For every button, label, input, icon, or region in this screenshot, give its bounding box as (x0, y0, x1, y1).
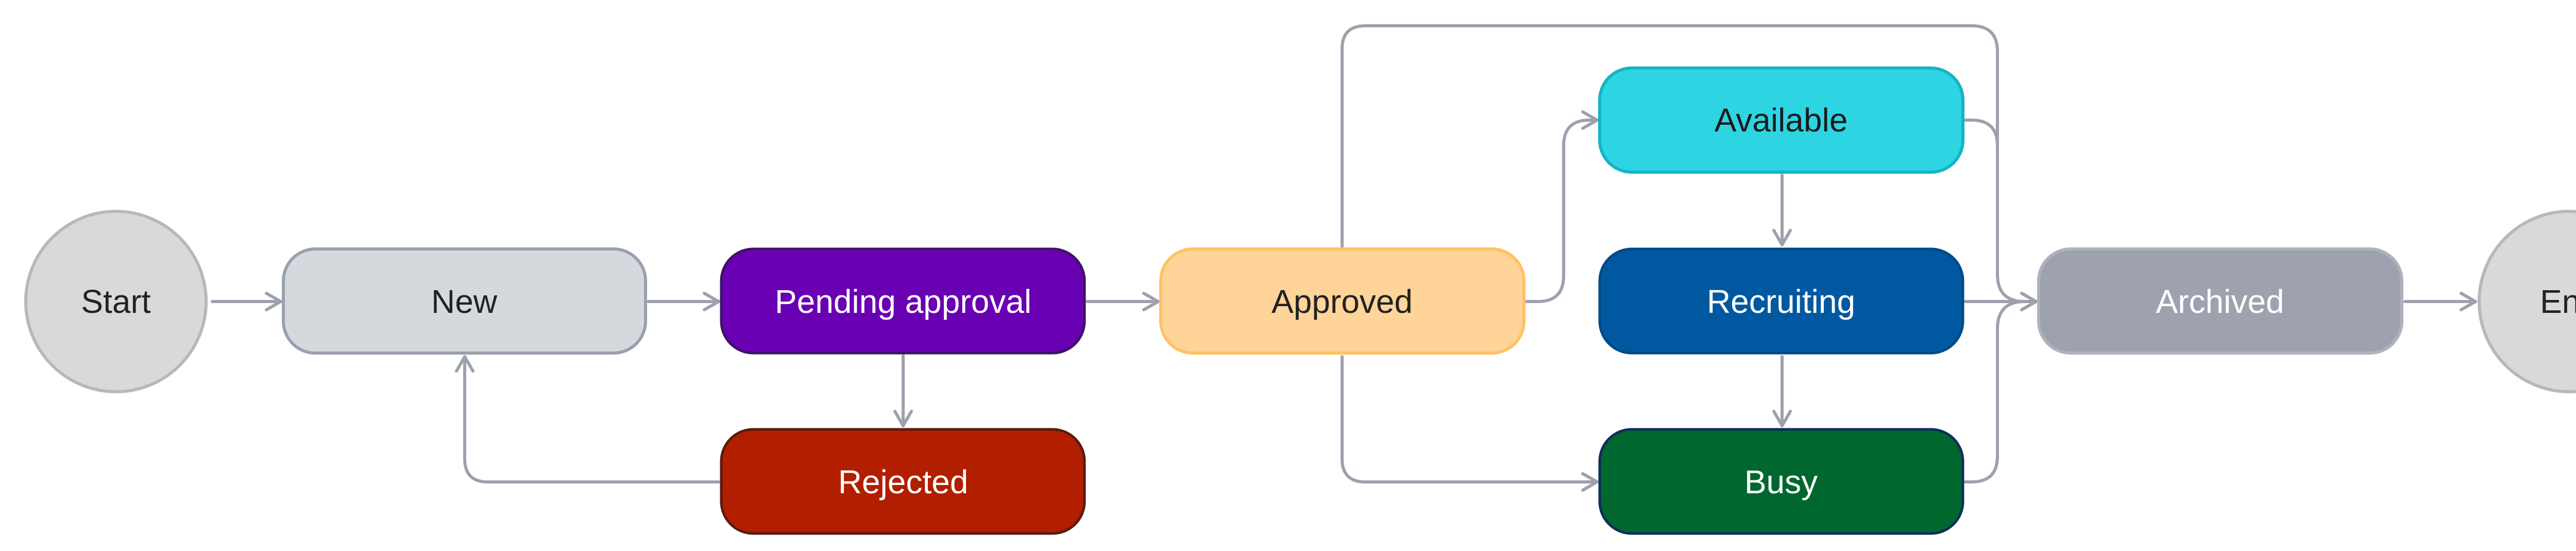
edges (211, 24, 2477, 492)
node-rejected-shape (720, 428, 1086, 535)
node-pending-approval-shape (720, 247, 1086, 355)
node-new-shape (282, 247, 647, 355)
node-archived-shape (2037, 247, 2403, 355)
node-busy-label: Busy (1744, 463, 1818, 500)
nodes: Start New Pending approval Rejected Appr… (24, 66, 2576, 535)
node-approved-label: Approved (1272, 283, 1413, 320)
node-approved[interactable]: Approved (1159, 247, 1526, 355)
node-new-label: New (431, 283, 498, 320)
edge-approved-available (1523, 110, 1599, 303)
node-pending-approval-label: Pending approval (775, 283, 1031, 320)
node-available-label: Available (1715, 102, 1848, 139)
edge-available-archived (1964, 119, 1999, 147)
edge-approved-archived (1341, 24, 2038, 311)
node-new[interactable]: New (282, 247, 647, 355)
node-end-shape (2478, 210, 2576, 393)
node-busy[interactable]: Busy (1598, 428, 1964, 535)
node-rejected-label: Rejected (838, 463, 969, 500)
node-available[interactable]: Available (1598, 66, 1964, 174)
node-busy-shape (1598, 428, 1964, 535)
node-archived[interactable]: Archived (2037, 247, 2403, 355)
node-rejected[interactable]: Rejected (720, 428, 1086, 535)
node-available-shape (1598, 66, 1964, 174)
edge-rejected-new (455, 355, 720, 483)
node-start-label: Start (81, 283, 150, 320)
node-recruiting[interactable]: Recruiting (1598, 247, 1964, 355)
node-start-shape (24, 210, 208, 393)
node-pending-approval[interactable]: Pending approval (720, 247, 1086, 355)
node-recruiting-shape (1598, 247, 1964, 355)
edge-approved-busy (1341, 355, 1599, 492)
node-end[interactable]: End (2478, 210, 2576, 393)
node-archived-label: Archived (2156, 283, 2284, 320)
node-recruiting-label: Recruiting (1707, 283, 1855, 320)
edge-busy-archived (1964, 300, 2026, 483)
node-approved-shape (1159, 247, 1526, 355)
node-start[interactable]: Start (24, 210, 208, 393)
node-end-label: End (2540, 283, 2576, 320)
